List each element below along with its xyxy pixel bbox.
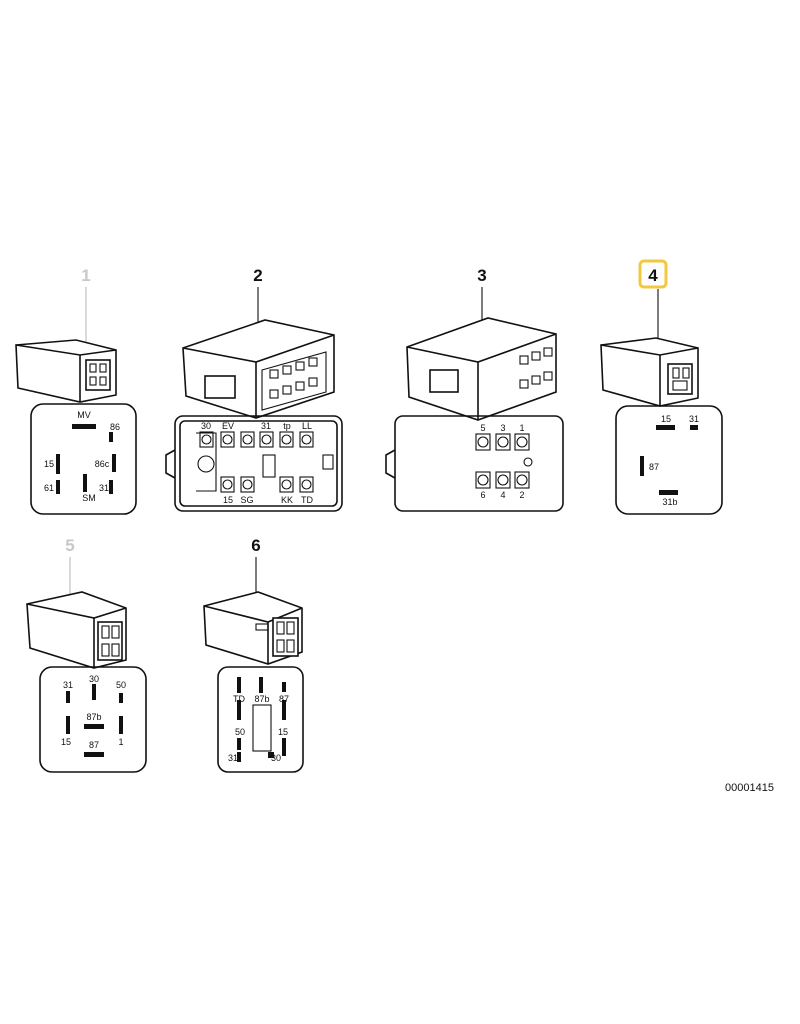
- part-1-pin-layout: MV 86 15 86c 61 SM 31: [30, 403, 137, 515]
- part-1-pin-mv: MV: [77, 410, 91, 420]
- part-6-label[interactable]: 6: [251, 536, 260, 555]
- part-5-pin-layout: 31 30 50 87b 15 87 1: [39, 666, 147, 773]
- part-1-pin-15: 15: [44, 459, 54, 469]
- part-6[interactable]: 6 TD 87b 87 50: [203, 536, 304, 773]
- part-3-pin-1: 1: [519, 423, 524, 433]
- part-1[interactable]: 1 MV 86 15 86c 61 SM: [15, 266, 137, 515]
- part-6-pin-td: TD: [233, 694, 245, 704]
- part-2-pin-31: 31: [261, 421, 271, 431]
- part-2[interactable]: 2: [165, 266, 343, 512]
- part-1-label[interactable]: 1: [81, 266, 90, 285]
- part-1-housing: [15, 339, 117, 403]
- part-2-pin-30: 30: [201, 421, 211, 431]
- part-2-pin-holes-bottom: [220, 476, 314, 493]
- part-3-pin-4: 4: [500, 490, 505, 500]
- part-3[interactable]: 3 5 3 1 6 4: [385, 266, 564, 512]
- part-1-pin-86c: 86c: [95, 459, 110, 469]
- part-3-housing: [406, 317, 557, 421]
- part-6-pin-15: 15: [278, 727, 288, 737]
- part-2-pin-kk: KK: [281, 495, 293, 505]
- part-5-pin-1: 1: [118, 737, 123, 747]
- part-5-pin-30: 30: [89, 674, 99, 684]
- part-4-pin-15: 15: [661, 414, 671, 424]
- part-4-highlight: [638, 259, 668, 289]
- part-2-housing: [182, 319, 335, 419]
- part-6-housing: [203, 591, 303, 665]
- part-2-pin-ev: EV: [222, 421, 234, 431]
- part-5-pin-50: 50: [116, 680, 126, 690]
- part-4-housing: [600, 337, 699, 407]
- part-5-pin-87b: 87b: [86, 712, 101, 722]
- part-6-pin-31: 31: [228, 753, 238, 763]
- part-2-pin-td: TD: [301, 495, 313, 505]
- part-4-pin-87: 87: [649, 462, 659, 472]
- part-4-pin-31: 31: [689, 414, 699, 424]
- catalog-code: 00001415: [725, 782, 774, 794]
- part-1-pin-86: 86: [110, 422, 120, 432]
- part-5-housing: [26, 591, 127, 669]
- part-1-pin-31: 31: [99, 483, 109, 493]
- part-3-pin-6: 6: [480, 490, 485, 500]
- part-2-pin-layout: 30 EV 31 tp LL 15 SG KK TD: [165, 415, 343, 512]
- part-3-pin-3: 3: [500, 423, 505, 433]
- part-6-pin-87: 87: [279, 694, 289, 704]
- part-2-pin-tp: tp: [283, 421, 291, 431]
- part-6-pin-30: 30: [271, 753, 281, 763]
- part-4-pin-31b: 31b: [662, 497, 677, 507]
- part-5-label[interactable]: 5: [65, 536, 74, 555]
- part-2-label[interactable]: 2: [253, 266, 262, 285]
- part-2-pin-15: 15: [223, 495, 233, 505]
- part-5-pin-15: 15: [61, 737, 71, 747]
- part-3-pin-2: 2: [519, 490, 524, 500]
- part-3-pin-layout: 5 3 1 6 4 2: [385, 415, 564, 512]
- part-3-label[interactable]: 3: [477, 266, 486, 285]
- part-2-pin-ll: LL: [302, 421, 312, 431]
- part-2-pin-holes-top: [199, 431, 314, 448]
- part-6-pin-87b: 87b: [254, 694, 269, 704]
- part-4[interactable]: 4 15 31 87 31b: [600, 259, 723, 515]
- part-5[interactable]: 5 31 30 50 87b 15 87 1: [26, 536, 147, 773]
- part-1-pin-sm: SM: [82, 493, 96, 503]
- part-3-pin-5: 5: [480, 423, 485, 433]
- part-2-pin-sg: SG: [240, 495, 253, 505]
- part-5-pin-31: 31: [63, 680, 73, 690]
- part-4-label[interactable]: 4: [648, 266, 658, 285]
- part-6-pin-layout: TD 87b 87 50 15 31 30: [217, 666, 304, 773]
- part-5-pin-87: 87: [89, 740, 99, 750]
- part-6-pin-50: 50: [235, 727, 245, 737]
- part-1-pin-61: 61: [44, 483, 54, 493]
- part-4-pin-layout: 15 31 87 31b: [615, 405, 723, 515]
